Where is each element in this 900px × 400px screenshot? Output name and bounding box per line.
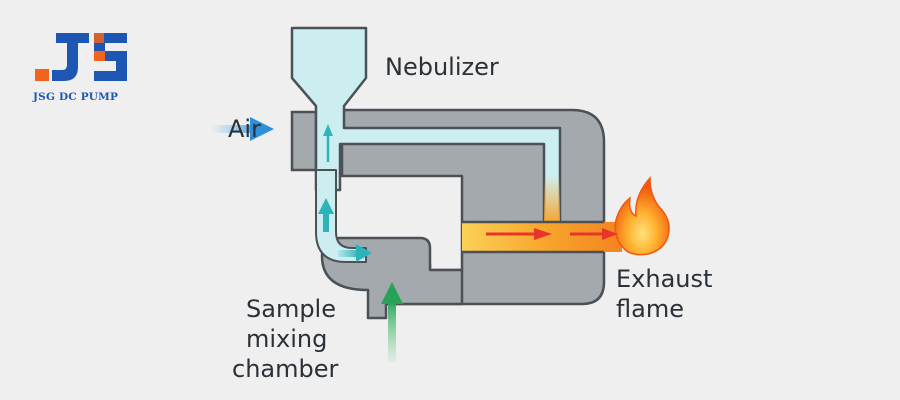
exhaust-arrow-1 [486,228,552,240]
label-sample-line3: chamber [232,355,339,383]
logo-mark [35,33,127,81]
label-exhaust-line1: Exhaust [616,265,713,293]
chamber-inflow-arrow [338,244,372,262]
mist-channel [315,169,367,263]
label-air: Air [228,115,261,143]
label-sample-line2: mixing [246,325,328,353]
nebulizer-up-arrow [323,124,333,162]
label-nebulizer: Nebulizer [385,53,499,81]
flame-icon [614,176,670,256]
brand-name: JSG DC PUMP [33,91,119,103]
label-exhaust-line2: flame [616,295,684,323]
sample-inlet-arrow [381,282,403,362]
air-arrow [210,117,274,141]
exhaust-arrow-2 [570,228,618,240]
mist-up-arrow [318,198,334,232]
label-sample-line1: Sample [246,295,336,323]
